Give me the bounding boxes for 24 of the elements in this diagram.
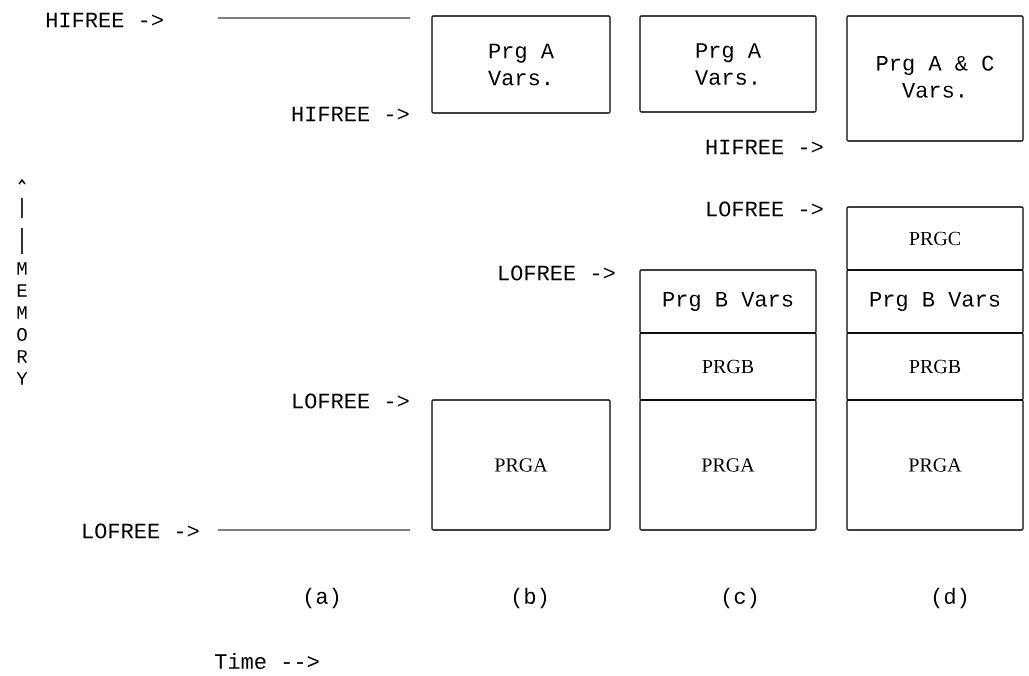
memory-block: Prg B Vars: [846, 269, 1024, 334]
memory-label: LOFREE ->: [499, 265, 615, 281]
memory-block: PRGB: [846, 332, 1024, 401]
memory-block: PRGA: [846, 399, 1024, 531]
memory-block: PRGA: [431, 399, 611, 531]
axis-label: MEMORY: [16, 262, 28, 385]
panel-label: (b): [513, 587, 547, 609]
memory-block: Prg A Vars.: [431, 15, 611, 114]
panel-label: (c): [723, 587, 757, 609]
memory-label: HIFREE ->: [292, 106, 409, 122]
panel-label: (a): [305, 587, 339, 609]
memory-label: LOFREE ->: [707, 201, 823, 217]
memory-block: PRGB: [639, 332, 817, 401]
memory-label: HIFREE ->: [706, 139, 823, 155]
memory-block: Prg A & C Vars.: [846, 15, 1024, 142]
memory-label: LOFREE ->: [83, 523, 199, 539]
memory-block: Prg B Vars: [639, 269, 817, 334]
memory-block: PRGA: [639, 399, 817, 531]
axis-label: Time -->: [215, 652, 319, 670]
memory-label: HIFREE ->: [46, 12, 163, 28]
panel-label: (d): [933, 587, 967, 609]
memory-block: Prg A Vars.: [639, 15, 817, 113]
memory-label: LOFREE ->: [293, 393, 409, 409]
memory-block: PRGC: [846, 206, 1024, 271]
